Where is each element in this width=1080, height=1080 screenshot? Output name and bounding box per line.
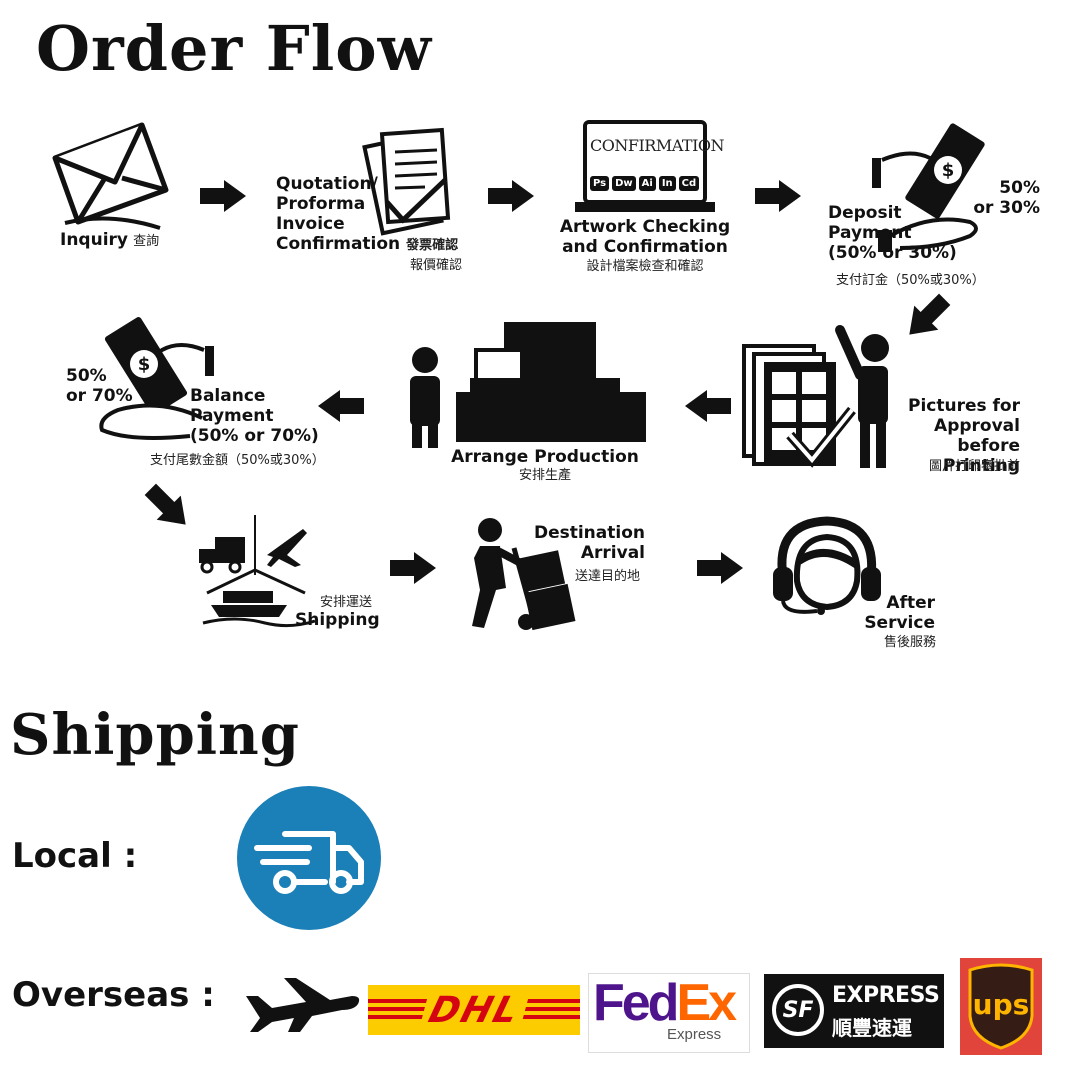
arrow-left-icon bbox=[318, 390, 364, 422]
fedex-logo: FedEx Express bbox=[588, 973, 750, 1053]
overseas-label: Overseas : bbox=[12, 975, 215, 1015]
step-deposit-label: Deposit Payment (50% or 30%) bbox=[828, 203, 957, 263]
document-check-icon bbox=[362, 127, 451, 236]
shipping-title: Shipping bbox=[10, 702, 300, 768]
fedex-fed: Fed bbox=[593, 974, 679, 1032]
airplane-icon bbox=[246, 978, 360, 1032]
app-badge: Ai bbox=[638, 176, 656, 191]
step-production-label: Arrange Production bbox=[451, 447, 639, 467]
step-after-cn: 售後服務 bbox=[883, 635, 936, 650]
laptop-icon bbox=[575, 120, 715, 212]
headset-icon bbox=[773, 516, 881, 615]
fedex-express: Express bbox=[667, 1026, 722, 1043]
order-flow-title: Order Flow bbox=[36, 12, 433, 85]
step-inquiry-label: Inquiry 查詢 bbox=[60, 230, 160, 250]
laptop-screen-text: CONFIRMATION bbox=[590, 136, 725, 155]
fedex-ex: Ex bbox=[676, 974, 737, 1032]
step-deposit-cn: 支付訂金（50%或30%） bbox=[836, 273, 985, 288]
app-badge: Cd bbox=[678, 176, 700, 191]
app-badge: Dw bbox=[612, 176, 636, 191]
balance-badge: 50% or 70% bbox=[66, 366, 133, 406]
step-production-cn: 安排生產 bbox=[518, 468, 571, 483]
svg-text:$: $ bbox=[942, 160, 955, 181]
svg-text:$: $ bbox=[138, 354, 151, 375]
app-badge: In bbox=[658, 176, 676, 191]
step-shipping-label: Shipping bbox=[295, 610, 380, 630]
production-machine-icon bbox=[410, 322, 646, 448]
step-destination-label: Destination Arrival bbox=[533, 523, 645, 563]
arrow-down-right-icon bbox=[144, 483, 186, 525]
ups-wordmark: UPS bbox=[972, 988, 1030, 1021]
step-balance-label: Balance Payment (50% or 70%) bbox=[190, 386, 319, 446]
step-artwork-label: Artwork Checking and Confirmation bbox=[559, 217, 731, 257]
step-pictures-cn: 圖片打印審批前 bbox=[928, 459, 1020, 474]
step-quotation-label: Quotation/ Proforma Invoice Confirmation… bbox=[276, 174, 459, 254]
step-artwork-cn: 設計檔案檢查和確認 bbox=[586, 259, 704, 274]
arrow-down-left-icon bbox=[909, 293, 951, 335]
app-icons-row: Ps Dw Ai In Cd bbox=[590, 176, 700, 191]
arrow-left-icon bbox=[685, 390, 731, 422]
step-quotation-cn: 報價確認 bbox=[410, 258, 463, 273]
arrow-right-icon bbox=[200, 180, 246, 212]
arrow-right-icon bbox=[697, 552, 743, 584]
step-shipping-cn: 安排運送 bbox=[320, 595, 373, 610]
hand-money-icon: $ bbox=[99, 316, 214, 440]
local-label: Local : bbox=[12, 836, 138, 876]
step-after-label: After Service bbox=[864, 593, 935, 633]
dhl-wordmark: DHL bbox=[418, 989, 530, 1031]
hand-truck-icon bbox=[472, 518, 576, 631]
sf-express-logo: SF EXPRESS 順豐速運 bbox=[764, 974, 944, 1048]
sf-cn-text: 順豐速運 bbox=[832, 1016, 912, 1040]
step-pictures-label: Pictures for Approval before Printing bbox=[907, 396, 1020, 476]
dhl-logo: DHL bbox=[368, 985, 580, 1035]
step-destination-cn: 送達目的地 bbox=[575, 569, 641, 584]
approval-person-icon bbox=[742, 325, 889, 468]
sf-express-text: EXPRESS bbox=[832, 983, 940, 1008]
arrow-right-icon bbox=[390, 552, 436, 584]
logistics-icon bbox=[199, 515, 316, 628]
deposit-badge: 50% or 30% bbox=[973, 178, 1040, 218]
app-badge: Ps bbox=[590, 176, 610, 191]
step-balance-cn: 支付尾數金額（50%或30%） bbox=[150, 453, 325, 468]
arrow-right-icon bbox=[488, 180, 534, 212]
envelope-icon bbox=[52, 122, 169, 230]
ups-logo: UPS bbox=[960, 958, 1042, 1055]
arrow-right-icon bbox=[755, 180, 801, 212]
delivery-truck-icon bbox=[237, 786, 381, 930]
hand-money-icon: $ bbox=[872, 123, 985, 252]
sf-mark: SF bbox=[782, 997, 814, 1023]
